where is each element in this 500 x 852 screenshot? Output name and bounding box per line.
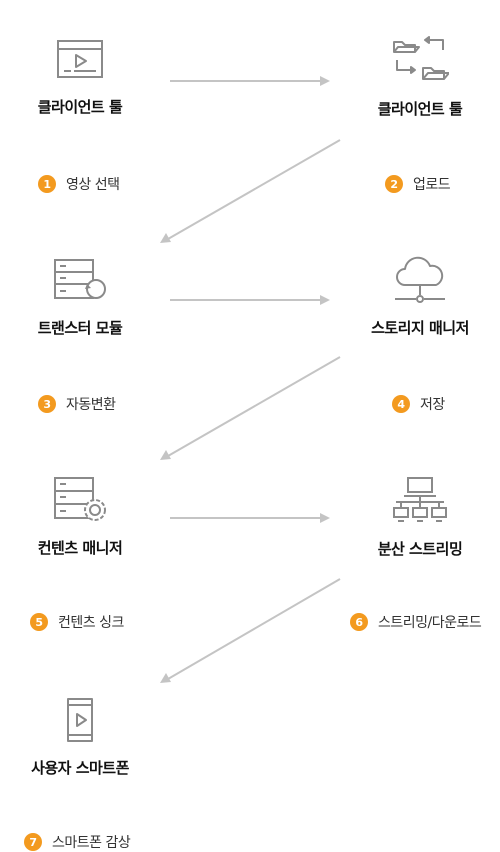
step-label: 업로드 (413, 177, 451, 193)
step-label: 영상 선택 (66, 177, 120, 193)
node-transfer-module: 트랜스터 모듈 (0, 257, 180, 338)
cloud-network-icon (395, 256, 445, 303)
arrow-diagonal-3 (160, 578, 341, 683)
arrow-diagonal-2 (160, 356, 341, 460)
step-label: 스마트폰 감상 (52, 835, 131, 851)
step-number-badge: 3 (38, 395, 56, 413)
step-7: 7 스마트폰 감상 (24, 832, 131, 852)
step-number-badge: 4 (392, 395, 410, 413)
step-number-badge: 1 (38, 175, 56, 193)
step-label: 저장 (420, 397, 445, 413)
step-label: 컨텐츠 싱크 (58, 615, 124, 631)
node-distributed-streaming: 분산 스트리밍 (320, 476, 500, 559)
step-number-badge: 7 (24, 833, 42, 851)
node-user-smartphone: 사용자 스마트폰 (0, 697, 180, 778)
step-label: 자동변환 (66, 397, 116, 413)
node-contents-manager: 컨텐츠 매니저 (0, 475, 180, 558)
server-refresh-icon (54, 259, 106, 299)
node-storage-manager: 스토리지 매니저 (320, 255, 500, 338)
node-client-tool-2: 클라이언트 툴 (320, 36, 500, 119)
step-label: 스트리밍/다운로드 (378, 615, 482, 631)
folder-transfer-icon (393, 36, 449, 80)
node-title: 클라이언트 툴 (37, 98, 123, 116)
node-title: 스토리지 매니저 (371, 319, 469, 337)
node-title: 컨텐츠 매니저 (37, 539, 123, 557)
step-number-badge: 2 (385, 175, 403, 193)
node-title: 클라이언트 툴 (377, 100, 463, 118)
video-player-icon (57, 40, 103, 78)
step-number-badge: 6 (350, 613, 368, 631)
step-5: 5 컨텐츠 싱크 (30, 612, 124, 632)
arrow-diagonal-1 (160, 139, 341, 243)
server-gear-icon (54, 477, 106, 521)
step-1: 1 영상 선택 (38, 174, 120, 194)
arrow-right-3 (170, 513, 330, 523)
node-title: 사용자 스마트폰 (31, 759, 129, 777)
network-computers-icon (393, 477, 447, 522)
smartphone-play-icon (67, 698, 93, 742)
step-3: 3 자동변환 (38, 394, 116, 414)
node-title: 트랜스터 모듈 (37, 319, 123, 337)
node-title: 분산 스트리밍 (377, 540, 463, 558)
step-4: 4 저장 (392, 394, 445, 414)
step-number-badge: 5 (30, 613, 48, 631)
node-client-tool-1: 클라이언트 툴 (0, 38, 180, 117)
arrow-right-2 (170, 295, 330, 305)
step-2: 2 업로드 (385, 174, 451, 194)
arrow-right-1 (170, 76, 330, 86)
step-6: 6 스트리밍/다운로드 (350, 612, 482, 632)
